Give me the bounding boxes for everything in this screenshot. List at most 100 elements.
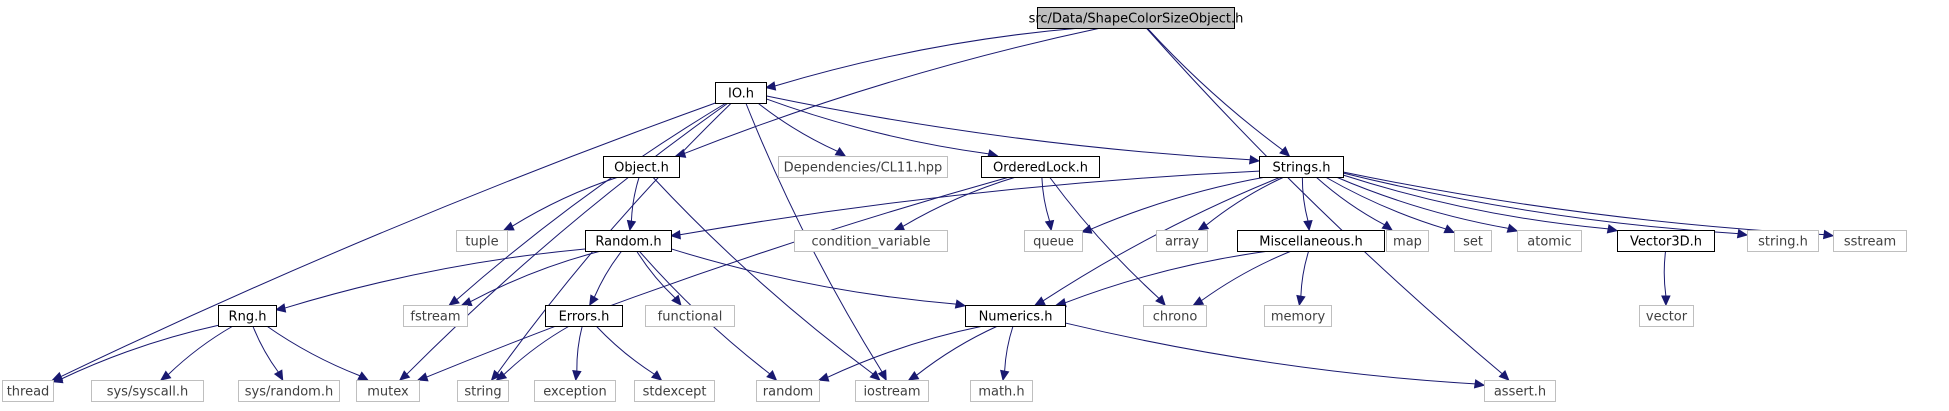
node-label: fstream (410, 310, 460, 325)
edge-line (1325, 176, 1446, 230)
node-numerics[interactable]: Numerics.h (965, 305, 1066, 327)
arrowhead (273, 369, 284, 382)
node-label: assert.h (1494, 385, 1546, 400)
node-rng[interactable]: Rng.h (218, 305, 277, 327)
node-label: thread (7, 385, 50, 400)
node-label: src/Data/ShapeColorSizeObject.h (1029, 12, 1244, 27)
node-io[interactable]: IO.h (715, 82, 767, 104)
node-box (794, 230, 948, 252)
arrowhead (626, 219, 637, 232)
node-label: set (1463, 235, 1483, 250)
node-chrono: chrono (1143, 305, 1207, 327)
node-box (1617, 230, 1715, 252)
edge-strings-to-sstream (1342, 171, 1835, 240)
edge-line (1090, 176, 1266, 230)
node-box (1517, 230, 1582, 252)
node-box (756, 380, 820, 402)
arrowhead (1000, 369, 1010, 382)
node-box (645, 305, 735, 327)
arrowhead (1080, 224, 1093, 234)
edge-orderedlock-to-condvar (893, 176, 1017, 231)
edge-line (670, 248, 957, 305)
node-label: math.h (978, 385, 1024, 400)
edge-numerics-to-mathh (1000, 325, 1014, 382)
node-label: string (464, 385, 501, 400)
node-label: condition_variable (811, 235, 930, 250)
edge-numerics-to-random (817, 325, 984, 382)
node-label: random (763, 385, 813, 400)
node-label: Miscellaneous.h (1259, 235, 1363, 250)
node-label: functional (658, 310, 723, 325)
arrowhead (1473, 379, 1486, 389)
node-label: sys/syscall.h (107, 385, 189, 400)
edge-strings-to-vector3d (1342, 174, 1619, 234)
node-strings[interactable]: Strings.h (1259, 156, 1344, 178)
node-orderedlock[interactable]: OrderedLock.h (981, 156, 1100, 178)
node-box (715, 82, 767, 104)
edge-line (60, 102, 716, 377)
edge-line (1049, 176, 1160, 299)
node-memory: memory (1264, 305, 1332, 327)
node-box (1156, 230, 1208, 252)
edge-line (1205, 176, 1285, 226)
edge-strings-to-stringh (1342, 172, 1749, 239)
node-box (1484, 380, 1556, 402)
edge-line (1342, 174, 1609, 230)
node-box (1386, 230, 1429, 252)
edge-line (167, 325, 234, 375)
edge-strings-to-map (1315, 176, 1393, 231)
node-condvar: condition_variable (794, 230, 948, 252)
edge-io-to-cl11 (757, 102, 847, 157)
edge-line (765, 98, 989, 155)
node-vector3d[interactable]: Vector3D.h (1617, 230, 1715, 252)
edge-line (252, 325, 279, 373)
arrowhead (1303, 219, 1313, 232)
node-label: chrono (1153, 310, 1198, 325)
node-misc[interactable]: Miscellaneous.h (1237, 230, 1385, 252)
edge-line (1004, 325, 1014, 372)
node-root[interactable]: src/Data/ShapeColorSizeObject.h (1029, 7, 1244, 29)
edge-misc-to-memory (1296, 250, 1310, 307)
edge-line (61, 324, 219, 380)
edge-line (503, 325, 570, 375)
edge-orderedlock-to-chrono (1049, 176, 1166, 306)
edge-object-to-iostream (652, 176, 881, 381)
edge-rng-to-syscall (160, 325, 234, 381)
node-vector: vector (1639, 305, 1694, 327)
edge-line (827, 325, 984, 378)
edge-io-to-strings (765, 95, 1261, 165)
node-box (1833, 230, 1907, 252)
arrowhead (869, 370, 881, 381)
edge-root-to-asserth (1145, 27, 1510, 381)
arrowhead (1822, 229, 1835, 240)
edge-line (774, 27, 1081, 87)
edge-line (1041, 176, 1051, 222)
node-syscall: sys/syscall.h (91, 380, 204, 402)
node-errors[interactable]: Errors.h (545, 305, 623, 327)
edge-strings-to-set (1325, 176, 1456, 234)
arrowhead (572, 369, 582, 382)
node-box (1264, 305, 1332, 327)
node-random_h[interactable]: Random.h (585, 230, 672, 252)
edge-line (636, 250, 676, 299)
arrowhead (671, 294, 682, 306)
node-box (970, 380, 1033, 402)
edge-line (652, 176, 874, 375)
arrowhead (495, 370, 508, 381)
edge-numerics-to-asserth (1064, 322, 1486, 389)
node-box (356, 380, 420, 402)
arrowhead (1192, 296, 1205, 306)
node-exception: exception (534, 380, 616, 402)
arrowhead (1381, 220, 1393, 231)
node-box (534, 380, 616, 402)
edges-layer (51, 27, 1835, 389)
edge-root-to-io (764, 27, 1081, 91)
node-iostream: iostream (855, 380, 929, 402)
edge-line (902, 176, 1017, 227)
node-thread: thread (2, 380, 54, 402)
edge-line (595, 325, 655, 375)
node-box (238, 380, 340, 402)
node-map: map (1386, 230, 1429, 252)
node-functional: functional (645, 305, 735, 327)
node-object[interactable]: Object.h (603, 156, 680, 178)
